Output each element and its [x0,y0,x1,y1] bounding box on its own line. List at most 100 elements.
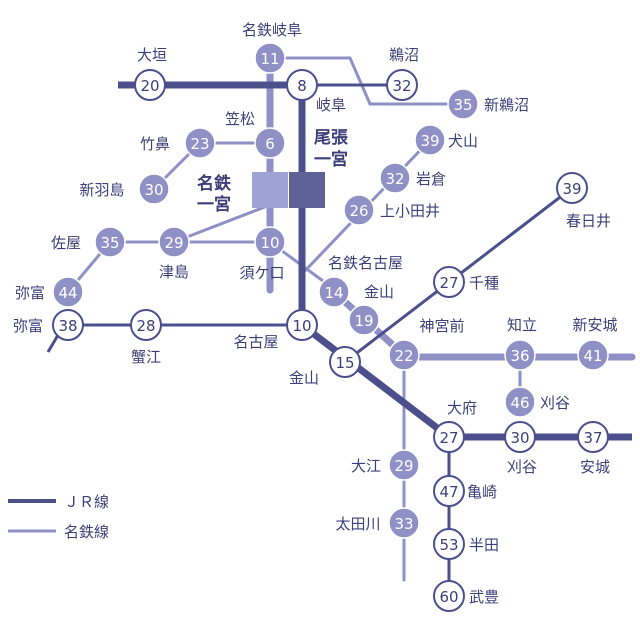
station-number-sukaguchi: 10 [260,234,279,252]
station-name-gifu: 岐阜 [316,96,346,114]
station-name-yatomi-me: 弥富 [15,284,45,302]
station-name-takehana: 竹鼻 [140,135,170,153]
station-name-taketoyo: 武豊 [469,588,499,606]
station-yatomi-me: 44 弥富 [15,276,84,308]
station-marker-taketoyo [433,580,465,612]
station-tsushima: 29 津島 [158,226,190,281]
station-name-meitetsu-nagoya: 名鉄名古屋 [328,254,403,272]
meitetsu-line-gifu-unuma [268,56,465,106]
station-marker-anjo [577,421,609,453]
station-marker-kamiotai [343,194,375,226]
station-marker-nagoya [286,309,318,341]
station-name-otagawa: 太田川 [335,515,380,533]
station-unuma: 32 鵜沼 [386,46,419,101]
station-number-tsushima: 29 [164,234,183,252]
station-marker-gifu [286,69,318,101]
station-number-kariya-me: 46 [510,394,529,412]
station-name-inuyama: 犬山 [448,132,478,150]
station-number-ogaki: 20 [140,77,159,95]
station-marker-kanie [130,309,162,341]
station-kasamatsu: 6 笠松 [225,110,286,159]
legend-jr-label: ＪＲ線 [64,493,109,511]
station-number-kamiotai: 26 [349,202,368,220]
station-number-kasamatsu: 6 [265,135,275,153]
station-inuyama: 39 犬山 [414,124,478,156]
station-marker-yatomi [52,309,84,341]
station-number-oe: 29 [394,457,413,475]
station-marker-kariya-me [504,386,536,418]
station-name-tsushima: 津島 [159,263,189,281]
station-name-kamezaki: 亀崎 [467,483,497,501]
station-marker-takehana [184,127,216,159]
station-number-shin-unuma: 35 [453,96,472,114]
station-marker-meitetsu-nagoya [318,276,350,308]
jr-line-tokaido-nagoya-obu [299,322,452,440]
station-marker-sukaguchi [254,226,286,258]
station-number-kanayama: 15 [335,354,354,372]
station-marker-inuyama [414,124,446,156]
station-number-chikusa: 27 [439,274,458,292]
station-name-sukaguchi: 須ケ口 [239,264,284,282]
station-number-handa: 53 [439,536,458,554]
station-number-unuma: 32 [392,77,411,95]
station-number-kariya: 30 [510,429,529,447]
station-marker-otagawa [388,507,420,539]
station-name-obu: 大府 [447,399,477,417]
station-marker-meitetsu-gifu [254,42,286,74]
meitetsu-ichinomiya-label: 名鉄 [197,173,231,194]
station-marker-kamezaki [433,475,465,507]
station-name-kamiotai: 上小田井 [380,202,440,220]
station-name-handa: 半田 [469,536,499,554]
station-name-shin-anjo: 新安城 [572,316,617,334]
station-marker-unuma [386,69,418,101]
station-name-kasamatsu: 笠松 [225,110,255,128]
station-marker-kasugai [556,172,588,204]
station-name-kariya-me: 刈谷 [540,394,570,412]
station-marker-yatomi-me [52,276,84,308]
station-name-kasugai: 春日井 [566,212,611,230]
station-number-inuyama: 39 [420,132,439,150]
station-number-takehana: 23 [190,135,209,153]
station-name-nagoya: 名古屋 [233,333,278,351]
station-marker-kanayama [329,346,361,378]
station-marker-oe [388,449,420,481]
station-name-unuma: 鵜沼 [389,46,419,64]
station-number-kasugai: 39 [562,180,581,198]
station-handa: 53 半田 [433,528,499,560]
station-name-chikusa: 千種 [469,274,499,292]
station-marker-shin-unuma [447,88,479,120]
station-gifu: 8 岐阜 [286,69,346,114]
station-marker-kasamatsu [254,127,286,159]
owari-ichinomiya-label-2: 一宮 [314,149,348,170]
station-marker-kanayama-me [348,304,380,336]
station-number-yatomi-me: 44 [58,284,77,302]
station-number-chiryu: 36 [510,347,529,365]
station-number-gifu: 8 [297,77,307,95]
station-name-iwakura: 岩倉 [416,170,446,188]
station-number-anjo: 37 [583,429,602,447]
owari-ichinomiya-hub [289,172,325,208]
meitetsu-ichinomiya-hub [252,172,288,208]
station-number-nagoya: 10 [292,317,311,335]
station-name-shin-hashima: 新羽島 [79,181,124,199]
station-marker-kariya [504,421,536,453]
station-marker-shin-anjo [577,339,609,371]
meitetsu-ichinomiya-label-2: 一宮 [197,194,231,215]
station-kariya-me: 46 刈谷 [504,386,570,418]
station-sukaguchi: 10 須ケ口 [239,226,286,282]
station-marker-jingu-mae [388,339,420,371]
